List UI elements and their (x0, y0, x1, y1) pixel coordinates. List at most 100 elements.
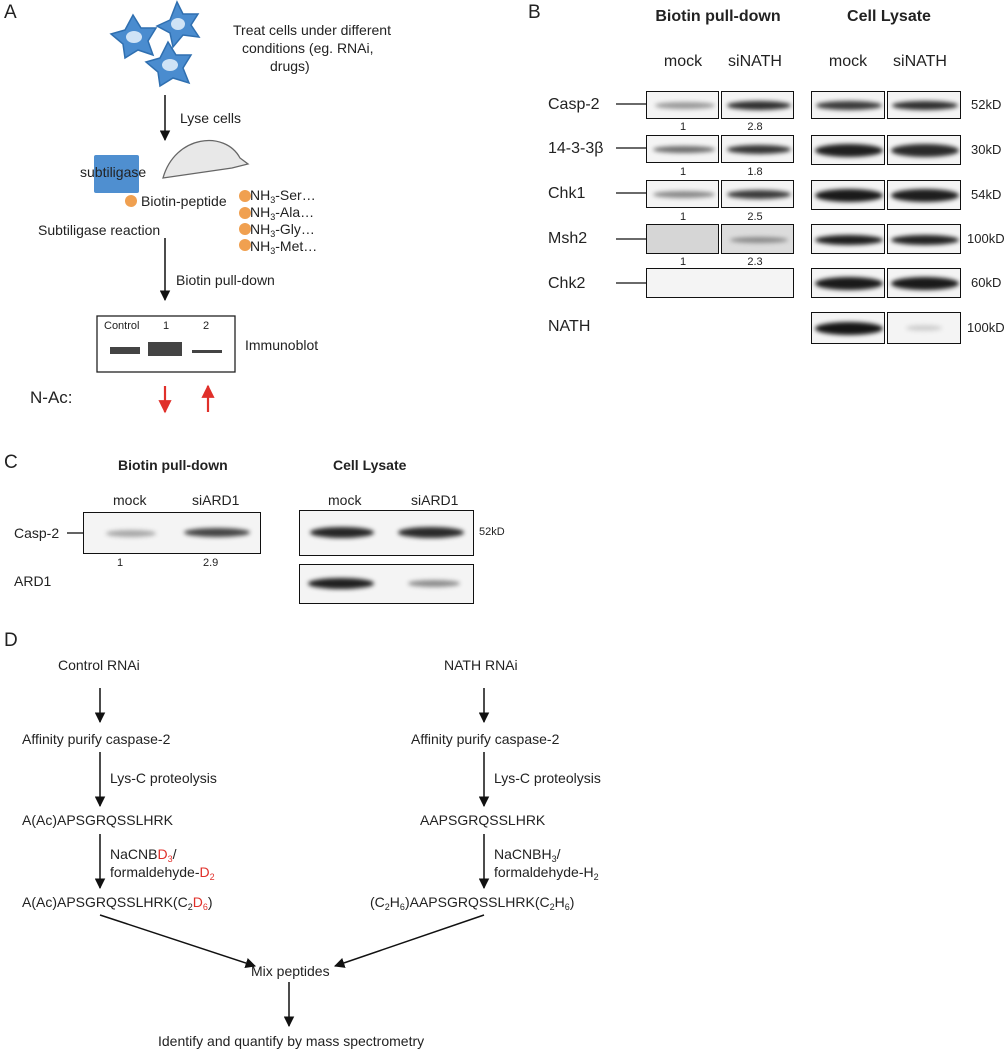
treat-text-line3: drugs) (270, 58, 310, 74)
lysate-1433-si (887, 135, 961, 165)
quant-casp2-mock: 1 (679, 121, 687, 133)
blot-chk1-si (721, 180, 794, 208)
row-label-chk2: Chk2 (548, 275, 586, 292)
blot-casp2-si (721, 91, 794, 119)
blot-msh2-si (721, 224, 794, 254)
lane-1: 1 (163, 320, 170, 332)
lysate-msh2-si (887, 224, 961, 254)
biotin-pulldown-label: Biotin pull-down (176, 272, 275, 288)
quant-casp2-si: 2.8 (747, 121, 763, 133)
d-left-reagent1: NaCNBD3/ (110, 846, 177, 864)
subtiligase-label: subtiligase (80, 164, 147, 180)
d-right-reagent1: NaCNBH3/ (494, 846, 561, 864)
substrate-ala: NH3-Ala… (250, 204, 315, 222)
blot-chk1-mock (646, 180, 719, 208)
col-sinath-lysate: siNATH (893, 53, 947, 70)
blot-casp2-mock (646, 91, 719, 119)
substrate-gly: NH3-Gly… (250, 221, 315, 239)
blot-chk2-pulldown (646, 268, 794, 298)
quant-1433-mock: 1 (679, 166, 687, 178)
quant-msh2-si: 2.3 (747, 256, 763, 268)
d-mix-peptides: Mix peptides (251, 963, 330, 979)
size-chk2: 60kD (971, 275, 1002, 290)
lane-2: 2 (203, 320, 210, 332)
subtiligase-reaction-label: Subtiligase reaction (38, 222, 161, 238)
lysate-nath-si (887, 312, 961, 344)
header-cell-lysate: Cell Lysate (847, 8, 931, 25)
quant-1433-si: 1.8 (747, 166, 763, 178)
immunoblot-label: Immunoblot (245, 337, 319, 353)
c-col-siard1-pulldown: siARD1 (192, 492, 240, 508)
treat-text-line1: Treat cells under different (233, 22, 391, 38)
d-left-reagent2: formaldehyde-D2 (110, 864, 215, 882)
biotin-dot-icon (239, 223, 251, 235)
c-row-label-ard1: ARD1 (14, 573, 52, 589)
lysate-1433-mock (811, 135, 885, 165)
lane-control: Control (104, 320, 140, 332)
size-nath: 100kD (967, 320, 1005, 335)
panel-letter-a: A (4, 2, 17, 23)
biotin-dot-icon (239, 239, 251, 251)
biotin-dot-icon (125, 195, 137, 207)
curved-arrow-icon (162, 139, 250, 179)
substrate-ser: NH3-Ser… (250, 187, 316, 205)
size-casp2: 52kD (971, 97, 1002, 112)
cell-icon-1 (109, 13, 158, 60)
c-header-lysate: Cell Lysate (333, 457, 407, 473)
size-msh2: 100kD (967, 231, 1005, 246)
lyse-cells-label: Lyse cells (180, 110, 241, 126)
biotin-dot-icon (239, 190, 251, 202)
col-mock-lysate: mock (828, 53, 868, 70)
d-identify: Identify and quantify by mass spectromet… (158, 1033, 425, 1049)
band-2 (192, 350, 222, 353)
size-chk1: 54kD (971, 187, 1002, 202)
lysate-nath-mock (811, 312, 885, 344)
n-ac-label: N-Ac: (30, 388, 73, 407)
panel-letter-d: D (4, 630, 18, 651)
subtiligase-box (94, 155, 139, 193)
quant-chk1-mock: 1 (679, 211, 687, 223)
c-col-mock-lysate: mock (328, 492, 362, 508)
substrate-met: NH3-Met… (250, 238, 318, 256)
d-right-start: NATH RNAi (444, 657, 518, 673)
col-mock-pulldown: mock (663, 53, 703, 70)
lysate-casp2-si (887, 91, 961, 119)
blot-msh2-mock (646, 224, 719, 254)
c-quant-si: 2.9 (203, 557, 219, 569)
treat-text-line2: conditions (eg. RNAi, (242, 40, 374, 56)
panel-letter-b: B (528, 2, 541, 23)
row-label-chk1: Chk1 (548, 185, 586, 202)
d-left-peptide: A(Ac)APSGRQSSLHRK (22, 812, 173, 828)
header-biotin-pulldown: Biotin pull-down (655, 8, 781, 25)
biotin-peptide-label: Biotin-peptide (141, 193, 227, 209)
d-right-purify: Affinity purify caspase-2 (411, 731, 560, 747)
d-right-proteolysis: Lys-C proteolysis (494, 770, 601, 786)
band-control (110, 347, 140, 354)
d-right-peptide: AAPSGRQSSLHRK (420, 812, 546, 828)
col-sinath-pulldown: siNATH (728, 53, 782, 70)
c-size-casp2: 52kD (479, 526, 505, 538)
lysate-msh2-mock (811, 224, 885, 254)
c-row-label-casp2: Casp-2 (14, 525, 60, 541)
quant-msh2-mock: 1 (679, 256, 687, 268)
lysate-chk2-mock (811, 268, 885, 298)
lysate-chk2-si (887, 268, 961, 298)
c-header-pulldown: Biotin pull-down (118, 457, 228, 473)
row-label-nath: NATH (548, 318, 591, 335)
d-right-product: (C2H6)AAPSGRQSSLHRK(C2H6) (370, 894, 575, 912)
c-col-siard1-lysate: siARD1 (411, 492, 459, 508)
cell-icon-3 (144, 40, 193, 88)
band-1 (148, 342, 182, 356)
blot-1433-mock (646, 135, 719, 163)
panel-letter-c: C (4, 452, 18, 473)
lysate-chk1-si (887, 180, 961, 210)
d-left-purify: Affinity purify caspase-2 (22, 731, 171, 747)
row-label-msh2: Msh2 (548, 230, 588, 247)
lysate-chk1-mock (811, 180, 885, 210)
c-blot-pulldown (83, 512, 261, 554)
size-1433: 30kD (971, 142, 1002, 157)
lysate-casp2-mock (811, 91, 885, 119)
biotin-dot-icon (239, 207, 251, 219)
cell-icon-2 (155, 0, 201, 49)
